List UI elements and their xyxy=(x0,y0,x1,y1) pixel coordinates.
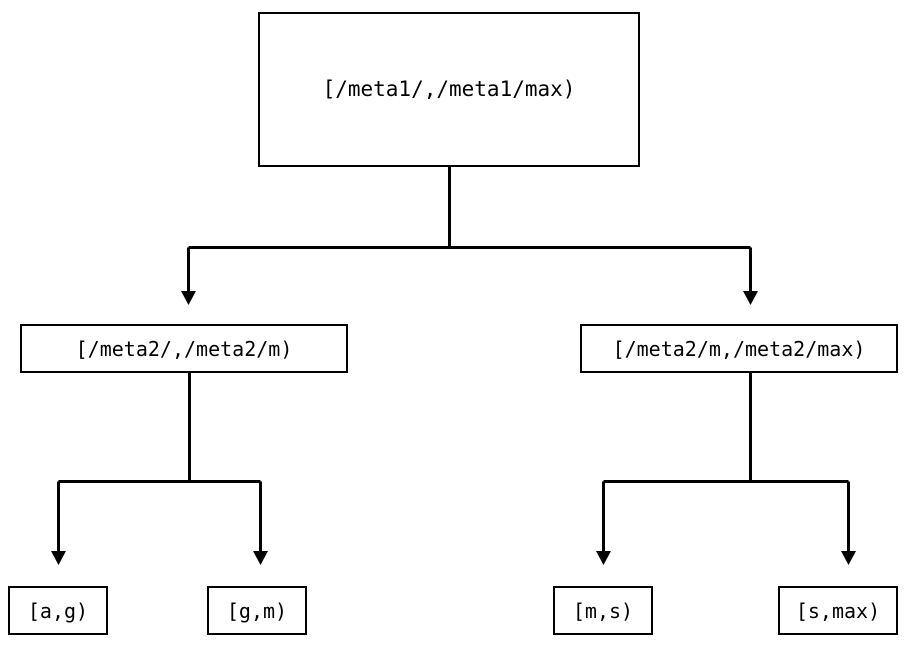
tree-node-meta2-low-label: [/meta2/,/meta2/m) xyxy=(75,336,293,361)
tree-node-leaf-smax[interactable]: [s,max) xyxy=(778,586,898,635)
arrowhead-to-leaf-gm xyxy=(253,551,268,565)
tree-node-leaf-smax-label: [s,max) xyxy=(795,598,881,623)
tree-node-root[interactable]: [/meta1/,/meta1/max) xyxy=(258,12,640,167)
tree-node-meta2-high-label: [/meta2/m,/meta2/max) xyxy=(612,336,866,361)
tree-node-root-label: [/meta1/,/meta1/max) xyxy=(322,77,576,101)
arrowhead-to-meta2-low xyxy=(181,291,196,305)
tree-node-leaf-ms[interactable]: [m,s) xyxy=(553,586,653,635)
tree-node-leaf-ms-label: [m,s) xyxy=(572,598,634,623)
arrowhead-to-leaf-ms xyxy=(596,551,611,565)
arrowhead-to-meta2-high xyxy=(743,291,758,305)
arrowhead-to-leaf-ag xyxy=(51,551,66,565)
tree-node-meta2-high[interactable]: [/meta2/m,/meta2/max) xyxy=(580,324,898,373)
tree-node-leaf-ag[interactable]: [a,g) xyxy=(8,586,108,635)
arrowhead-to-leaf-smax xyxy=(841,551,856,565)
tree-node-meta2-low[interactable]: [/meta2/,/meta2/m) xyxy=(20,324,348,373)
tree-node-leaf-gm-label: [g,m) xyxy=(226,598,288,623)
tree-node-leaf-ag-label: [a,g) xyxy=(27,598,89,623)
tree-node-leaf-gm[interactable]: [g,m) xyxy=(207,586,307,635)
